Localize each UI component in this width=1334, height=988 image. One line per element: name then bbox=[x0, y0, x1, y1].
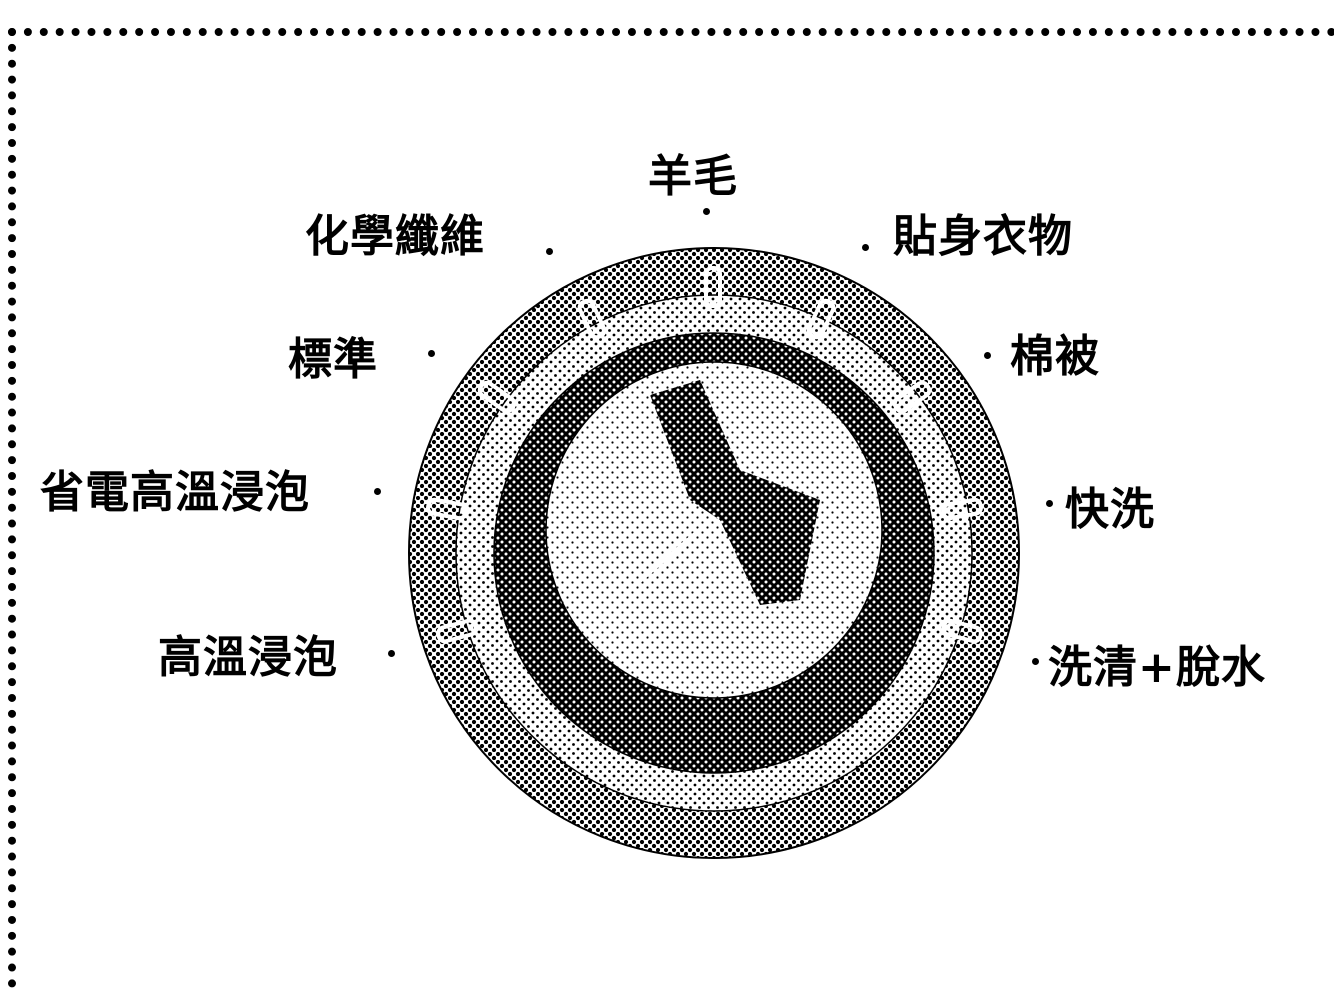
program-dial-diagram: 羊毛 貼身衣物 棉被 快洗 洗清+脫水 高溫浸泡 省電高溫浸泡 標準 化學纖維 bbox=[0, 0, 1334, 966]
program-label-wool: 羊毛 bbox=[648, 151, 738, 202]
program-label-high-temp-soak: 高溫浸泡 bbox=[158, 632, 338, 683]
dial-center-face bbox=[545, 361, 883, 699]
indicator-dot-wool bbox=[703, 208, 710, 215]
indicator-dot-eco-high-temp-soak bbox=[374, 488, 381, 495]
dial-knob-grip bbox=[650, 380, 820, 605]
indicator-dot-synthetic bbox=[546, 248, 553, 255]
indicator-dot-quick bbox=[1046, 500, 1053, 507]
dial-notches bbox=[426, 266, 983, 644]
indicator-dot-underwear bbox=[862, 244, 869, 251]
indicator-dot-high-temp-soak bbox=[388, 650, 395, 657]
indicator-dot-rinse-spin bbox=[1032, 658, 1039, 665]
program-label-standard: 標準 bbox=[288, 334, 378, 385]
program-label-eco-high-temp-soak: 省電高溫浸泡 bbox=[40, 467, 310, 518]
indicator-dot-quilt bbox=[984, 352, 991, 359]
dial-pointer-line bbox=[635, 518, 711, 587]
program-label-rinse-spin: 洗清+脫水 bbox=[1048, 642, 1266, 693]
program-label-quick: 快洗 bbox=[1065, 484, 1155, 535]
program-label-quilt: 棉被 bbox=[1010, 331, 1100, 382]
program-label-underwear: 貼身衣物 bbox=[893, 211, 1073, 262]
indicator-dot-standard bbox=[428, 350, 435, 357]
program-label-synthetic: 化學纖維 bbox=[305, 211, 485, 262]
dotted-frame bbox=[8, 28, 1334, 988]
dial-graphic[interactable] bbox=[0, 0, 1334, 966]
